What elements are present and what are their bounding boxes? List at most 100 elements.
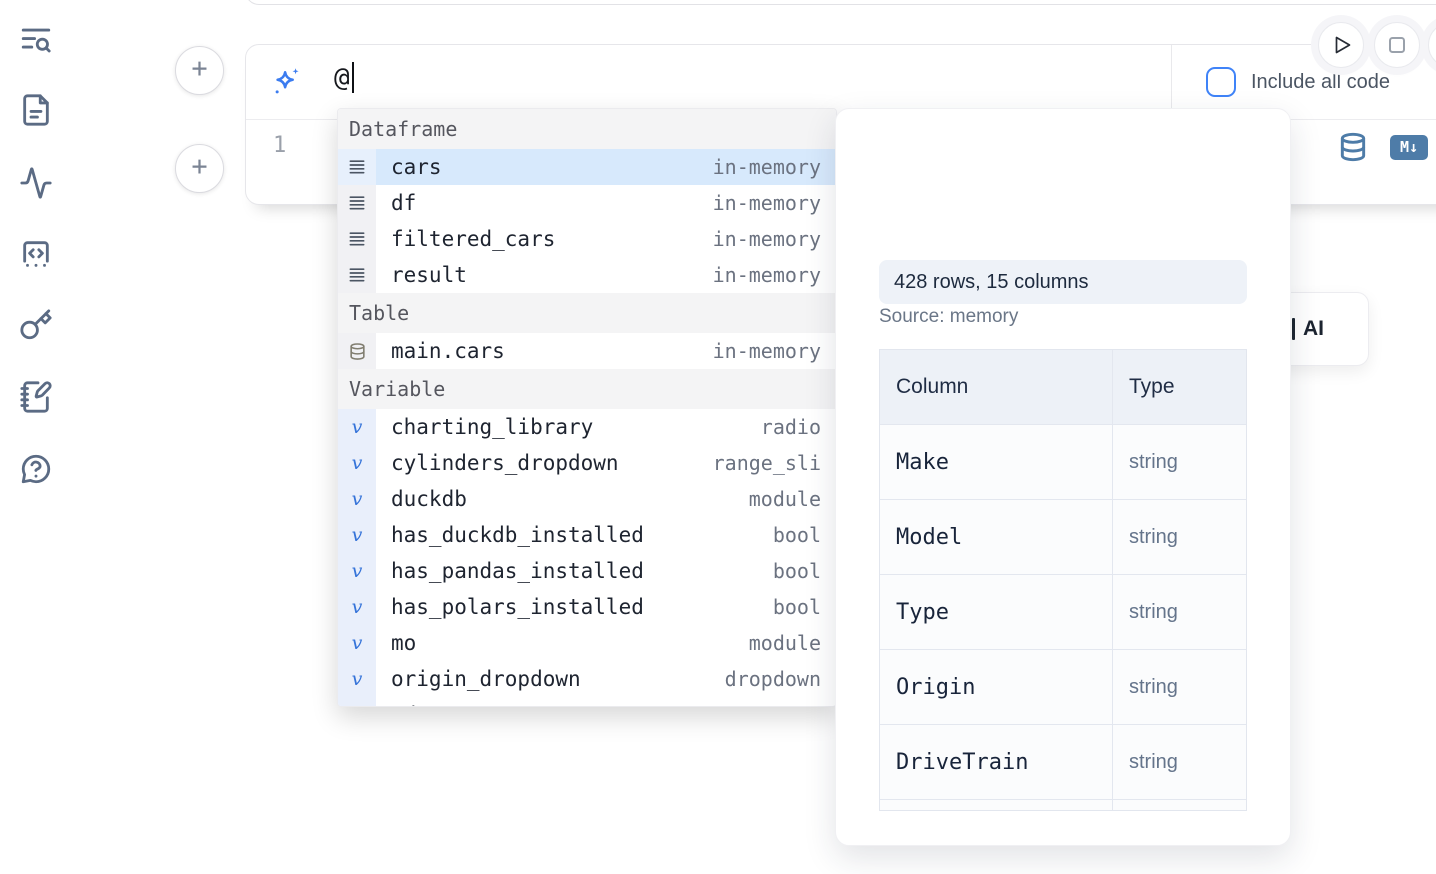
column-type: string [1129, 750, 1178, 773]
variable-icon: v [338, 625, 376, 661]
item-name: filtered_cars [391, 227, 556, 251]
item-name: origin_dropdown [391, 667, 581, 691]
autocomplete-section-header: Dataframe [338, 109, 836, 149]
dataframe-icon [338, 221, 376, 257]
database-tool-icon[interactable] [1337, 130, 1369, 164]
previous-cell-edge [245, 0, 1436, 5]
variable-icon: v [338, 409, 376, 445]
prompt-divider [1171, 45, 1172, 119]
item-name: main.cars [391, 339, 505, 363]
dataframe-icon [338, 257, 376, 293]
item-name: mo [391, 631, 417, 655]
item-type: range_sli [712, 451, 821, 475]
schema-header-row: Column Type [880, 350, 1246, 424]
snippets-code-icon[interactable] [19, 237, 53, 271]
autocomplete-item[interactable]: main.cars in-memory [338, 333, 836, 369]
run-cell-button[interactable] [1318, 22, 1364, 68]
item-name: result [391, 263, 467, 287]
line-number: 1 [273, 133, 287, 158]
add-cell-above-button[interactable]: + [175, 46, 224, 95]
variable-icon: v [338, 661, 376, 697]
preview-shape-badge: 428 rows, 15 columns [879, 260, 1247, 304]
item-name: charting_library [391, 415, 594, 439]
dataframe-icon [338, 149, 376, 185]
item-type: module [749, 703, 821, 706]
scratchpad-pen-icon[interactable] [19, 380, 53, 414]
toc-search-icon[interactable] [19, 23, 53, 57]
ai-prompt-input[interactable]: @ [334, 62, 354, 93]
schema-header: Type [1129, 375, 1175, 398]
partial-letter [1292, 318, 1295, 340]
column-type: string [1129, 525, 1178, 548]
item-type: in-memory [712, 339, 821, 363]
stop-cell-button[interactable] [1374, 22, 1420, 68]
include-all-code-checkbox[interactable] [1206, 67, 1236, 97]
item-name: df [391, 191, 417, 215]
autocomplete-item[interactable]: v charting_library radio [338, 409, 836, 445]
variable-icon: v [338, 553, 376, 589]
document-icon[interactable] [19, 93, 53, 127]
item-name: pd [391, 703, 737, 706]
schema-row: Origin string [880, 649, 1246, 724]
schema-row: Make string [880, 424, 1246, 499]
item-type: module [748, 487, 821, 511]
autocomplete-item[interactable]: v cylinders_dropdown range_sli [338, 445, 836, 481]
variable-icon: v [338, 517, 376, 553]
schema-header: Column [896, 375, 969, 398]
markdown-convert-icon[interactable]: M↓ [1390, 135, 1428, 160]
variable-icon: v [338, 697, 376, 706]
item-type: bool [772, 523, 821, 547]
schema-row [880, 799, 1246, 810]
autocomplete-item[interactable]: result in-memory [338, 257, 836, 293]
item-name: has_polars_installed [391, 595, 644, 619]
item-type: in-memory [712, 263, 821, 287]
autocomplete-item[interactable]: v pd module [338, 697, 836, 706]
schema-row: DriveTrain string [880, 724, 1246, 799]
autocomplete-item[interactable]: filtered_cars in-memory [338, 221, 836, 257]
autocomplete-section-header: Table [338, 293, 836, 333]
variable-icon: v [338, 481, 376, 517]
item-name: cars [391, 155, 442, 179]
item-type: in-memory [712, 227, 821, 251]
column-type: string [1129, 675, 1178, 698]
autocomplete-item[interactable]: v has_duckdb_installed bool [338, 517, 836, 553]
column-name: Origin [896, 674, 976, 700]
item-name: has_pandas_installed [391, 559, 644, 583]
left-sidebar [0, 0, 72, 874]
item-name: cylinders_dropdown [391, 451, 619, 475]
column-type: string [1129, 450, 1178, 473]
column-name: Make [896, 449, 949, 475]
column-name: Type [896, 599, 949, 625]
table-db-icon [338, 333, 376, 369]
autocomplete-item[interactable]: df in-memory [338, 185, 836, 221]
item-type: bool [772, 595, 821, 619]
key-icon[interactable] [19, 308, 53, 342]
autocomplete-section-header: Variable [338, 369, 836, 409]
column-type: string [1129, 600, 1178, 623]
include-all-code-option: Include all code [1206, 45, 1390, 119]
item-name: duckdb [391, 487, 467, 511]
variable-icon: v [338, 445, 376, 481]
item-type: radio [760, 415, 821, 439]
schema-row: Type string [880, 574, 1246, 649]
include-all-code-label: Include all code [1251, 70, 1390, 93]
code-editor-row[interactable]: 1 M↓ [246, 120, 1436, 204]
column-name: DriveTrain [896, 749, 1029, 775]
item-name: has_duckdb_installed [391, 523, 644, 547]
prompt-value: @ [334, 62, 350, 93]
add-cell-below-button[interactable]: + [175, 144, 224, 193]
help-chat-icon[interactable] [19, 452, 53, 486]
item-type: in-memory [712, 191, 821, 215]
activity-icon[interactable] [19, 166, 53, 200]
ai-card-label: AI [1303, 317, 1324, 340]
dataframe-preview-panel: cars Source: memory 428 rows, 15 columns… [835, 108, 1291, 846]
